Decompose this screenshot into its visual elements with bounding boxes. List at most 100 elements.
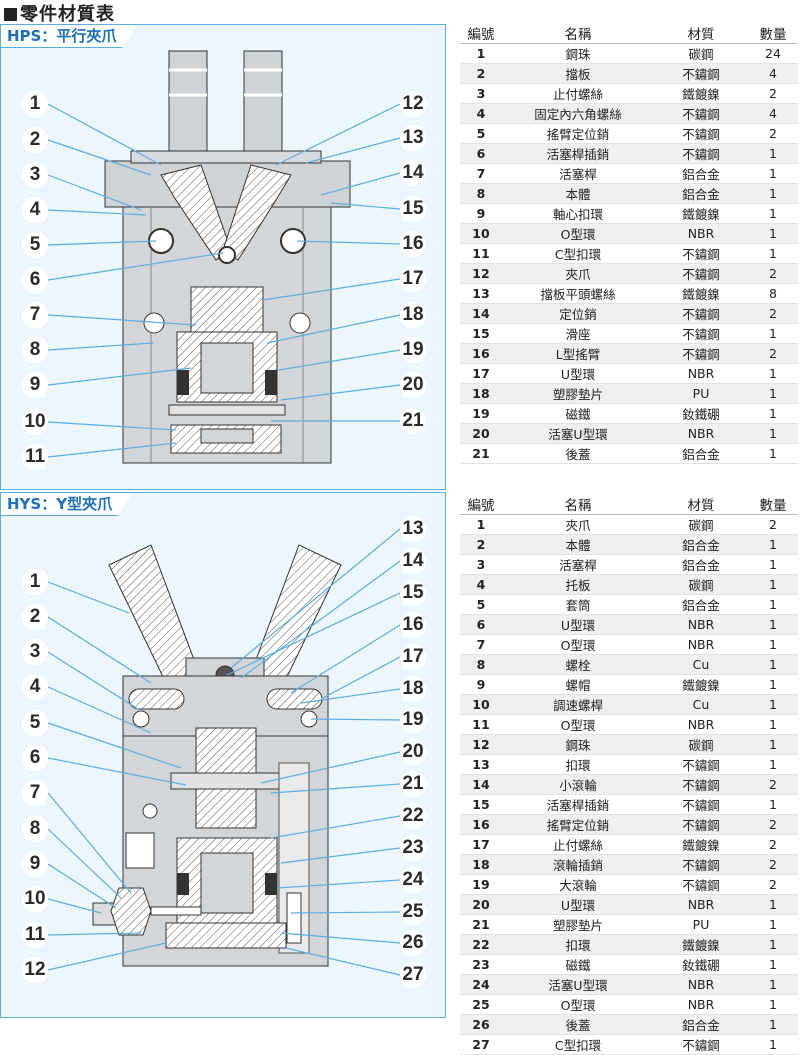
hys-callout: 20: [400, 739, 426, 765]
part-number: 18: [460, 854, 502, 875]
part-quantity: 1: [748, 614, 798, 635]
part-quantity: 1: [748, 794, 798, 815]
hps-callout: 11: [22, 444, 48, 470]
part-name: 後蓋: [502, 1014, 654, 1035]
part-name: 扣環: [502, 934, 654, 955]
part-material: 不鏽鋼: [654, 63, 748, 84]
part-name: 扣環: [502, 754, 654, 775]
part-material: 碳鋼: [654, 43, 748, 64]
part-quantity: 1: [748, 423, 798, 444]
part-quantity: 1: [748, 894, 798, 915]
part-number: 8: [460, 654, 502, 675]
part-quantity: 2: [748, 514, 798, 535]
part-quantity: 1: [748, 183, 798, 204]
part-material: 鋁合金: [654, 163, 748, 184]
part-material: NBR: [654, 714, 748, 735]
part-number: 17: [460, 834, 502, 855]
hys-callout: 13: [400, 516, 426, 542]
part-quantity: 4: [748, 103, 798, 124]
part-number: 13: [460, 283, 502, 304]
hys-callout: 15: [400, 580, 426, 606]
hys-callout: 21: [400, 771, 426, 797]
part-material: 不鏽鋼: [654, 303, 748, 324]
part-name: O型環: [502, 634, 654, 655]
part-material: NBR: [654, 363, 748, 384]
part-name: O型環: [502, 714, 654, 735]
part-name: 擋板: [502, 63, 654, 84]
part-name: 鋼珠: [502, 43, 654, 64]
hps-callout: 4: [22, 197, 48, 223]
part-name: O型環: [502, 223, 654, 244]
part-quantity: 1: [748, 243, 798, 264]
hps-callout: 2: [22, 127, 48, 153]
part-material: 不鏽鋼: [654, 1034, 748, 1055]
part-name: 滾輪插銷: [502, 854, 654, 875]
part-number: 13: [460, 754, 502, 775]
part-number: 5: [460, 123, 502, 144]
part-number: 22: [460, 934, 502, 955]
part-material: 不鏽鋼: [654, 263, 748, 284]
part-material: 不鏽鋼: [654, 754, 748, 775]
part-material: NBR: [654, 223, 748, 244]
part-quantity: 1: [748, 203, 798, 224]
part-material: PU: [654, 383, 748, 404]
part-number: 12: [460, 734, 502, 755]
part-name: 夾爪: [502, 514, 654, 535]
part-number: 9: [460, 203, 502, 224]
hys-callout: 3: [22, 639, 48, 665]
hps-callout: 15: [400, 196, 426, 222]
part-material: 不鏽鋼: [654, 143, 748, 164]
hys-callout: 19: [400, 707, 426, 733]
part-quantity: 1: [748, 914, 798, 935]
part-number: 21: [460, 443, 502, 464]
column-header: 名稱: [502, 23, 654, 44]
part-material: PU: [654, 914, 748, 935]
part-number: 3: [460, 83, 502, 104]
part-material: 鐵鍍鎳: [654, 834, 748, 855]
part-material: 鋁合金: [654, 554, 748, 575]
part-quantity: 1: [748, 694, 798, 715]
hys-callout: 14: [400, 548, 426, 574]
hys-callout: 4: [22, 674, 48, 700]
hys-callout: 22: [400, 803, 426, 829]
part-material: 不鏽鋼: [654, 814, 748, 835]
hys-callout: 25: [400, 899, 426, 925]
part-quantity: 1: [748, 383, 798, 404]
part-name: 托板: [502, 574, 654, 595]
part-number: 20: [460, 423, 502, 444]
part-material: 碳鋼: [654, 574, 748, 595]
part-name: 套筒: [502, 594, 654, 615]
part-quantity: 2: [748, 834, 798, 855]
part-quantity: 1: [748, 974, 798, 995]
hps-callout: 5: [22, 232, 48, 258]
part-material: 不鏽鋼: [654, 123, 748, 144]
part-number: 12: [460, 263, 502, 284]
hps-callout: 20: [400, 372, 426, 398]
part-material: 鐵鍍鎳: [654, 283, 748, 304]
part-quantity: 1: [748, 754, 798, 775]
part-quantity: 1: [748, 323, 798, 344]
title-square-icon: [4, 8, 17, 21]
hps-callout: 3: [22, 162, 48, 188]
part-number: 24: [460, 974, 502, 995]
part-quantity: 2: [748, 303, 798, 324]
part-name: L型搖臂: [502, 343, 654, 364]
part-material: 不鏽鋼: [654, 103, 748, 124]
